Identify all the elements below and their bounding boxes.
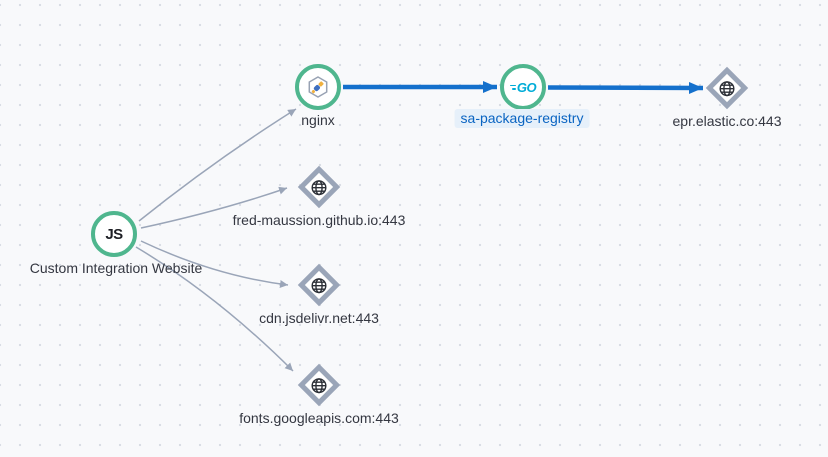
globe-icon	[311, 377, 328, 394]
globe-icon	[719, 80, 736, 97]
edge-js-to-fred-maussion	[140, 186, 288, 229]
service-node-nginx[interactable]	[295, 64, 341, 110]
node-label-cdn-jsdelivr-net[interactable]: cdn.jsdelivr.net:443	[259, 310, 379, 326]
globe-icon	[311, 179, 328, 196]
nginx-agent-icon	[306, 74, 330, 100]
node-label-fonts-googleapis-com[interactable]: fonts.googleapis.com:443	[239, 410, 399, 426]
go-icon: GO	[509, 80, 537, 95]
js-icon: JS	[105, 225, 123, 243]
node-label-nginx[interactable]: nginx	[301, 112, 335, 128]
service-node-sa-package-registry[interactable]: GO	[500, 64, 546, 110]
edge-sa-package-registry-to-epr	[547, 81, 704, 94]
external-node-fonts-googleapis-com[interactable]	[297, 363, 341, 407]
globe-icon	[311, 277, 328, 294]
service-node-custom-integration-website[interactable]: JS	[91, 211, 137, 257]
external-node-cdn-jsdelivr-net[interactable]	[297, 263, 341, 307]
node-label-fred-maussion-github-io[interactable]: fred-maussion.github.io:443	[232, 212, 406, 228]
node-label-sa-package-registry[interactable]: sa-package-registry	[454, 109, 590, 128]
edge-js-to-nginx	[138, 108, 297, 222]
external-node-fred-maussion-github-io[interactable]	[297, 165, 341, 209]
node-label-custom-integration-website[interactable]: Custom Integration Website	[29, 260, 203, 276]
edge-js-to-cdn-jsdelivr	[140, 240, 289, 288]
external-node-epr-elastic-co[interactable]	[705, 66, 749, 110]
edge-js-to-fonts-googleapis	[135, 246, 294, 372]
node-label-epr-elastic-co[interactable]: epr.elastic.co:443	[672, 113, 782, 129]
